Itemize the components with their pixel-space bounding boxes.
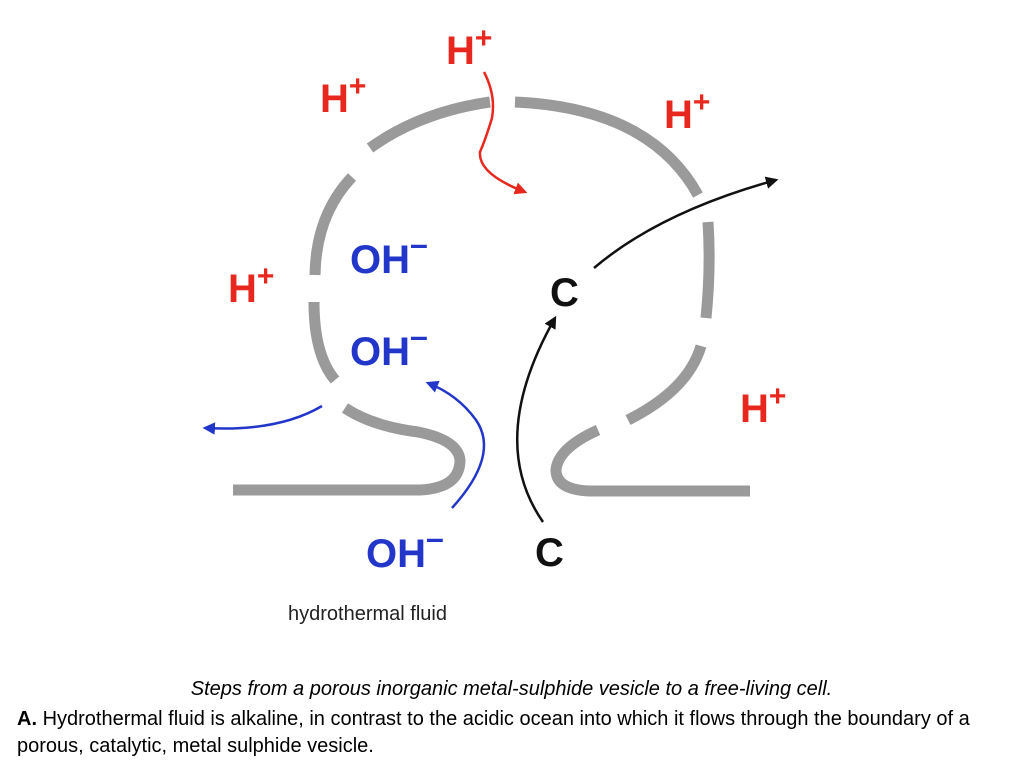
caption-text: Hydrothermal fluid is alkaline, in contr… (17, 708, 970, 757)
hydroxide-label-inner-upper: OH– (350, 226, 428, 282)
carbon-labels: C C (535, 271, 579, 575)
carbon-label-fluid: C (535, 531, 564, 575)
hydroxide-influx-arrow (425, 380, 486, 509)
hydroxide-labels: OH– OH– OH– (350, 226, 444, 576)
hydroxide-label-fluid: OH– (366, 520, 444, 576)
hydroxide-efflux-arrow (202, 404, 323, 435)
carbon-efflux-arrow (593, 176, 779, 269)
proton-labels: H+ H+ H+ H+ H+ (228, 22, 786, 431)
hydrothermal-fluid-label: hydrothermal fluid (288, 603, 447, 625)
proton-label-left: H+ (228, 260, 274, 311)
proton-influx-arrow (478, 71, 528, 195)
vesicle-membrane (233, 96, 750, 497)
membrane-segment-top-left (366, 96, 491, 153)
membrane-segment-right (700, 221, 715, 319)
membrane-segment-top-right (514, 96, 703, 198)
carbon-influx-arrow (515, 315, 557, 523)
membrane-segment-upper-left (309, 173, 357, 276)
carbon-label-inner: C (550, 271, 579, 315)
flux-arrows (202, 71, 779, 523)
caption-part-letter: A. (17, 708, 37, 730)
hydroxide-label-inner-lower: OH– (350, 318, 428, 374)
membrane-segment-lower-right (625, 344, 707, 425)
proton-label-top: H+ (446, 22, 492, 73)
caption-title: Steps from a porous inorganic metal-sulp… (190, 678, 833, 700)
proton-label-upper-right: H+ (664, 86, 710, 137)
proton-label-lower-right: H+ (740, 380, 786, 431)
proton-label-upper-left: H+ (320, 70, 366, 121)
membrane-segment-left (308, 301, 340, 384)
vesicle-diagram: H+ H+ H+ H+ H+ OH– OH– OH– C C hydrother… (202, 22, 786, 625)
caption-body: A. Hydrothermal fluid is alkaline, in co… (17, 706, 1007, 760)
membrane-segment-left-neck (233, 403, 466, 496)
membrane-segment-right-neck (550, 424, 750, 497)
